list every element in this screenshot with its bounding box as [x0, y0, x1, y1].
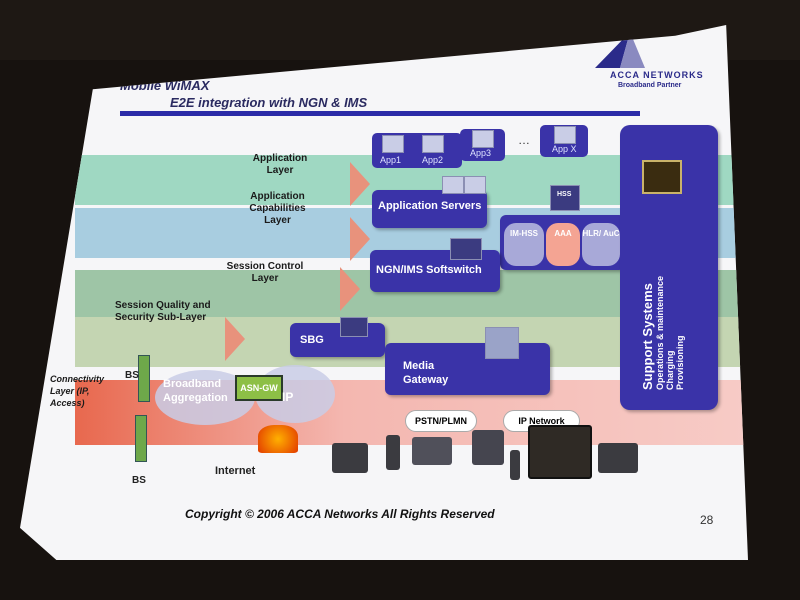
hss-block: HSS IM-HSS AAA HLR/ AuC [500, 185, 625, 270]
support-systems-box: Support Systems Operations & maintenance… [620, 125, 718, 410]
title-underline-bar [120, 111, 640, 116]
app-block-1-2: App1 App2 [372, 133, 462, 168]
logo-icon [590, 30, 650, 70]
app-block-x: App X [540, 125, 588, 157]
appx-label: App X [552, 144, 577, 154]
ip-label: IP [282, 390, 294, 404]
apps-ellipsis: … [518, 133, 530, 147]
support-monitor-icon [642, 160, 682, 194]
sbg-label: SBG [300, 334, 324, 346]
aaa-node: AAA [546, 223, 580, 266]
label-capabilities-layer: Application Capabilities Layer [249, 191, 306, 226]
firewall-icon [258, 425, 298, 453]
label-session-quality-layer: Session Quality and Security Sub-Layer [115, 300, 211, 323]
app-block-3: App3 [460, 129, 505, 161]
app3-label: App3 [470, 148, 492, 158]
pstn-plmn-cloud: PSTN/PLMN [405, 410, 477, 432]
presentation-slide: Mobile WiMAX E2E integration with NGN & … [20, 25, 748, 560]
logo-tagline: Broadband Partner [618, 82, 682, 89]
broadband-aggregation-label: Broadband Aggregation [163, 378, 228, 404]
bs-top-label: BS [125, 370, 139, 381]
internet-label: Internet [215, 465, 256, 477]
media-gateway-label: Media Gateway [403, 360, 449, 386]
support-item-operations: Operations & maintenance [655, 275, 665, 390]
label-application-layer: Application Layer [252, 153, 308, 176]
application-servers-label: Application Servers [378, 200, 482, 212]
ngn-ims-softswitch-box: NGN/IMS Softswitch [370, 238, 500, 292]
copyright-footer: Copyright © 2006 ACCA Networks All Right… [185, 507, 495, 521]
ip-phone-icon [510, 450, 520, 480]
slide-title-line2: E2E integration with NGN & IMS [170, 95, 368, 110]
app2-label: App2 [422, 155, 444, 165]
logo-text: ACCA NETWORKS [610, 70, 704, 80]
video-screen-icon [528, 425, 592, 479]
support-item-provisioning: Provisioning [675, 335, 685, 390]
layer-arrow [350, 162, 370, 206]
sbg-box: SBG [290, 317, 385, 357]
page-number: 28 [700, 513, 714, 527]
laptop-icon [412, 437, 452, 465]
label-connectivity-layer: Connectivity Layer (IP, Access) [50, 374, 105, 408]
app1-label: App1 [380, 155, 402, 165]
im-hss-node: IM-HSS [504, 223, 544, 266]
layer-arrow [225, 317, 245, 361]
layer-arrow [350, 217, 370, 261]
bs-bottom-label: BS [132, 475, 146, 486]
softswitch-label: NGN/IMS Softswitch [376, 264, 482, 276]
conference-phone-icon [598, 443, 638, 473]
bs-antenna-bottom [135, 415, 147, 462]
desk-phone-icon [332, 443, 368, 473]
hlr-auc-node: HLR/ AuC [582, 223, 620, 266]
support-item-charging: Charging [665, 350, 675, 391]
mobile-phone-icon [386, 435, 400, 470]
hss-label: HSS [557, 191, 572, 198]
bs-antenna-top [138, 355, 150, 402]
media-gateway-box: Media Gateway [385, 327, 550, 395]
slide-title-line1: Mobile WiMAX [120, 78, 210, 93]
layer-arrow [340, 267, 360, 311]
application-servers-box: Application Servers [372, 176, 487, 228]
desktop-monitor-icon [472, 430, 504, 465]
label-session-control-layer: Session Control Layer [226, 261, 304, 284]
support-systems-title: Support Systems [640, 283, 655, 390]
asn-gw-node: ASN-GW [235, 375, 283, 401]
